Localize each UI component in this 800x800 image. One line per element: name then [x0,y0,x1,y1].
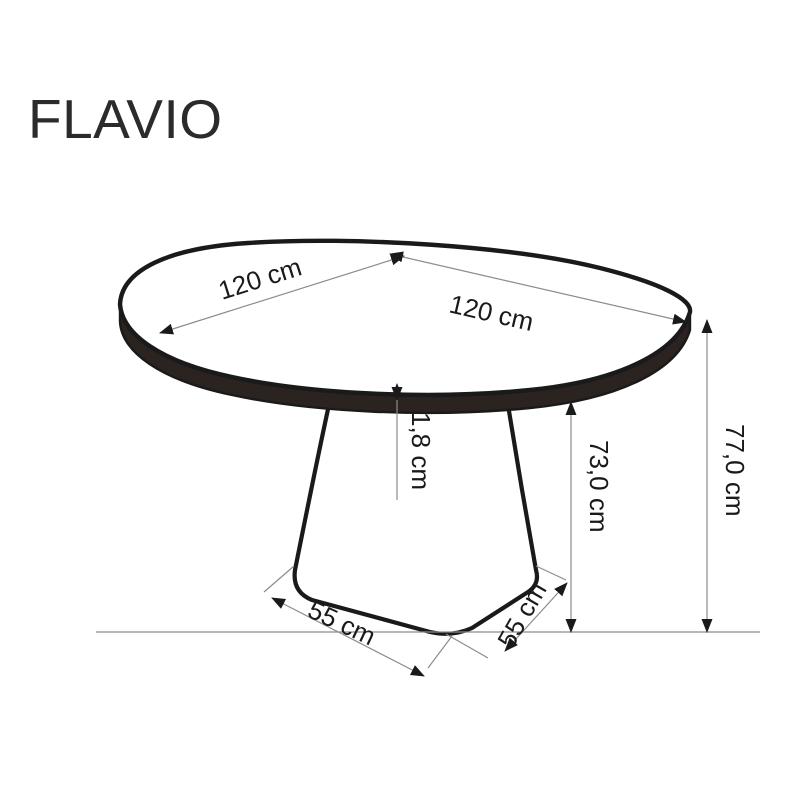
dimension-label-total-height: 77,0 cm [720,424,750,517]
dimension-line-foot-depth [271,597,425,677]
page-title: FLAVIO [28,88,223,150]
dimension-line-top-width [389,251,687,325]
extension-line-foot-depth-a [263,565,295,593]
dimension-top-thickness: 1,8 cm [391,383,436,500]
dimension-base-height: 73,0 cm [565,401,614,633]
tabletop-surface [117,238,693,398]
dimension-total-height: 77,0 cm [701,319,750,633]
dimension-label-base-height: 73,0 cm [584,440,614,533]
dimension-label-top-thickness: 1,8 cm [406,412,436,490]
extension-line-foot-width-a [535,565,567,581]
pedestal-base [292,397,540,636]
extension-line-foot-width-b [445,633,489,659]
extension-line-foot-depth-b [427,635,453,669]
table-illustration [117,238,693,636]
dimension-line-top-depth [159,254,405,335]
dimension-line-foot-width [504,582,568,652]
